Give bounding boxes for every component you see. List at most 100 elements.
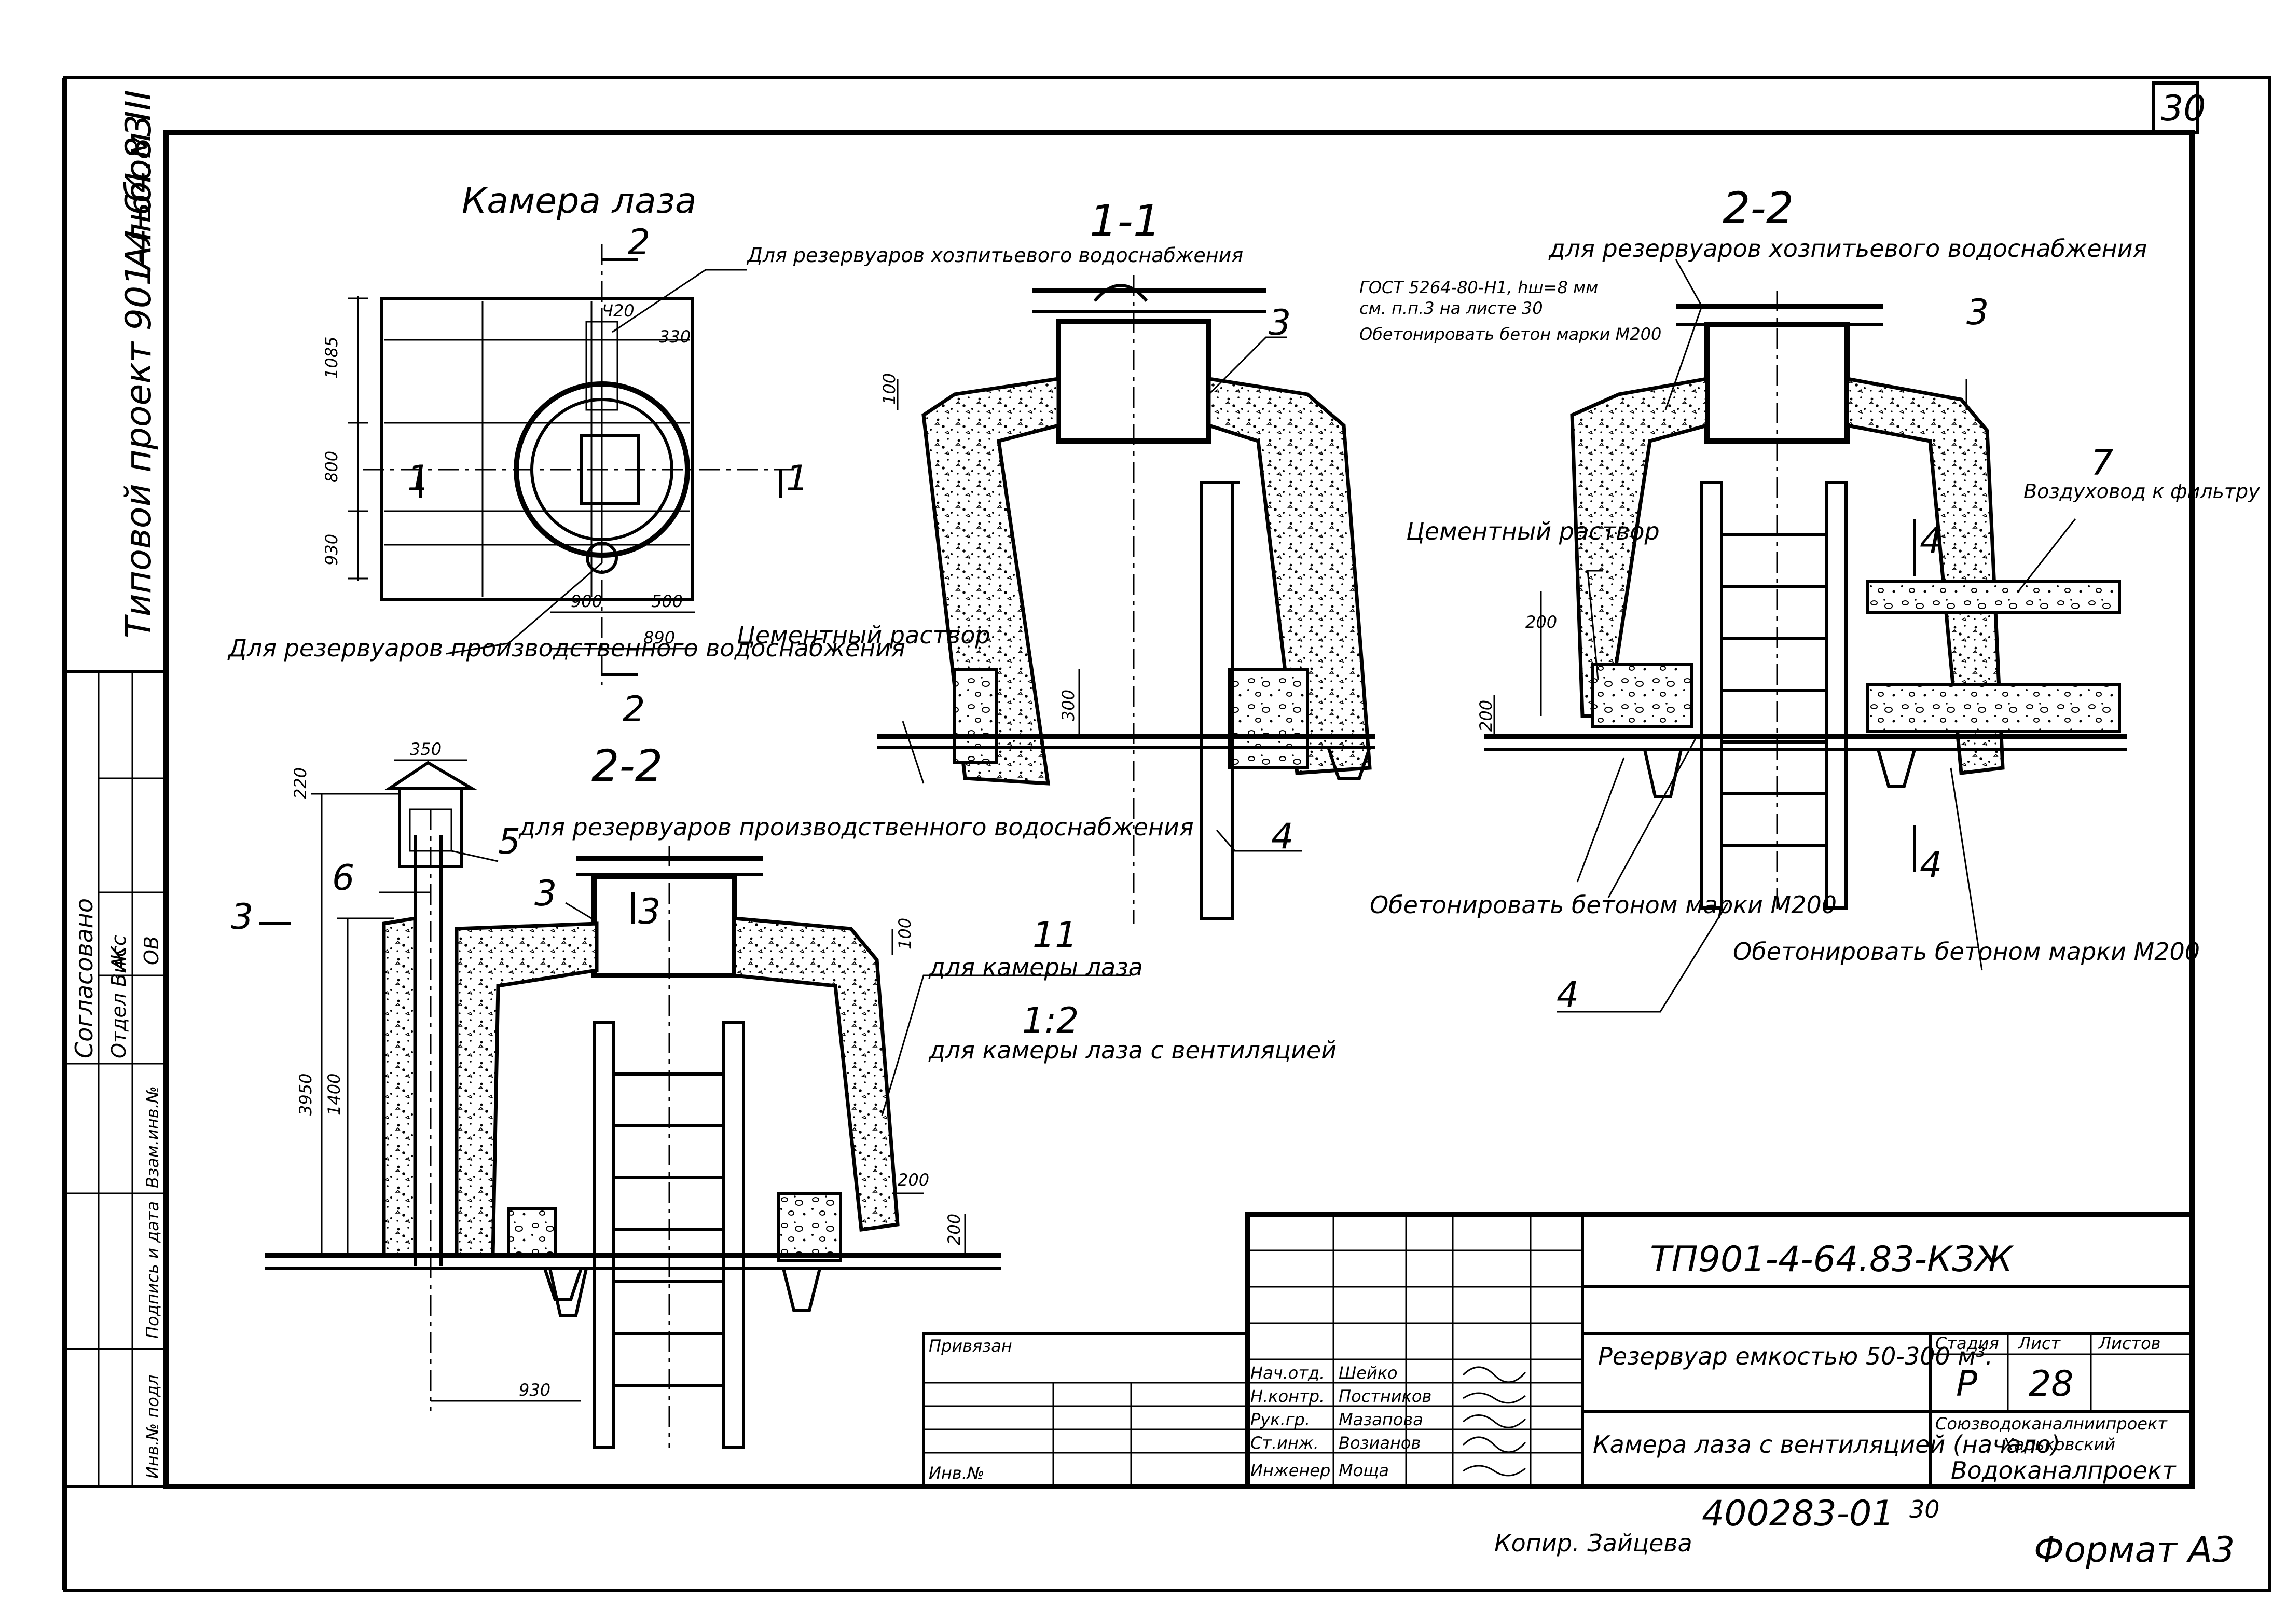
plan-mark-2-bottom: 2 xyxy=(623,689,645,730)
s22i-note-11: для камеры лаза xyxy=(928,953,1143,981)
title-block xyxy=(922,1212,2195,1489)
plan-dim-330: 330 xyxy=(659,327,691,347)
section-2-2-potable-title: 2-2 xyxy=(1723,183,1794,233)
approval-strip xyxy=(63,670,168,1488)
sheet-value: 28 xyxy=(2029,1364,2074,1405)
approval-header-2: Асс xyxy=(107,935,130,972)
plan-title: Камера лаза xyxy=(462,181,697,222)
role-1: Нач.отд. xyxy=(1250,1363,1325,1383)
plan-dim-ch20: Ч20 xyxy=(602,301,635,321)
section-2-2-potable xyxy=(1484,259,2127,1013)
album-label: Альбом III xyxy=(118,90,159,272)
role-4: Ст.инж. xyxy=(1250,1433,1319,1453)
plan-mark-1-right: 1 xyxy=(786,458,808,499)
plan-view xyxy=(348,244,794,685)
s22p-duct-label: Воздуховод к фильтру xyxy=(2023,480,2260,503)
role-3: Рук.гр. xyxy=(1250,1410,1310,1429)
s22i-dim-200a: 200 xyxy=(898,1170,929,1190)
s22i-dim-930: 930 xyxy=(519,1380,550,1400)
s22i-ratio: 1:2 xyxy=(1022,1000,1079,1041)
s22p-pos-7: 7 xyxy=(2091,443,2113,484)
s22p-pos-3: 3 xyxy=(1966,292,1989,333)
s22i-pos-6: 6 xyxy=(332,858,354,899)
plan-note-potable: Для резервуаров хозпитьевого водоснабжен… xyxy=(746,244,1243,267)
s22p-subtitle: для резервуаров хозпитьевого водоснабжен… xyxy=(1548,235,2147,263)
s22p-pos-4: 4 xyxy=(1557,974,1579,1015)
object-name: Резервуар емкостью 50-300 м³. xyxy=(1598,1342,1993,1370)
approval-title: Согласовано xyxy=(70,898,98,1058)
org-line-3: Водоканалпроект xyxy=(1951,1456,2177,1484)
s22i-dim-350: 350 xyxy=(410,739,442,759)
sheet-name: Камера лаза с вентиляцией (начало) xyxy=(1593,1430,2060,1458)
s22p-note-see: см. п.п.3 на листе 30 xyxy=(1359,298,1543,318)
stage-header: Стадия xyxy=(1935,1333,1999,1353)
inv-label: Инв.№ xyxy=(929,1463,984,1483)
archive-number: 400283-01 xyxy=(1702,1493,1894,1534)
s22i-dim-3950: 3950 xyxy=(296,1074,315,1116)
copier-label: Копир. Зайцева xyxy=(1494,1529,1692,1557)
plan-dim-900: 900 xyxy=(571,591,602,611)
plan-dim-890: 890 xyxy=(643,628,675,648)
section-1-1-title: 1-1 xyxy=(1090,196,1161,246)
s11-dim-100: 100 xyxy=(879,373,899,405)
s22p-note-gost: ГОСТ 5264-80-Н1, hш=8 мм xyxy=(1359,278,1598,297)
s22i-pos-5: 5 xyxy=(498,821,520,862)
plan-dim-930: 930 xyxy=(322,534,341,566)
stage-value: Р xyxy=(1956,1364,1977,1405)
s22i-note-ratio: для камеры лаза с вентиляцией xyxy=(928,1036,1337,1064)
bound-label: Привязан xyxy=(929,1336,1012,1356)
name-4: Возианов xyxy=(1339,1433,1421,1453)
sheets-header: Листов xyxy=(2098,1333,2161,1353)
plan-mark-1-left: 1 xyxy=(407,458,430,499)
s11-dim-300: 300 xyxy=(1058,690,1078,721)
org-line-1: Союзводоканалниипроект xyxy=(1935,1414,2168,1434)
name-2: Постников xyxy=(1339,1386,1431,1406)
replacement-inv-label: Взам.инв.№ xyxy=(143,1086,162,1188)
s11-mortar-label: Цементный раствор xyxy=(737,621,990,649)
section-1-1 xyxy=(877,275,1375,924)
s22p-mark-4-bottom: 4 xyxy=(1920,845,1942,886)
s22p-mortar: Цементный раствор xyxy=(1406,517,1660,545)
sheet-header: Лист xyxy=(2018,1333,2061,1353)
s22i-dim-100: 100 xyxy=(895,918,915,949)
org-line-2: Харьковский xyxy=(2002,1435,2115,1454)
drawing-code: ТП901-4-64.83-КЗЖ xyxy=(1650,1239,2014,1280)
plan-note-industrial: Для резервуаров производственного водосн… xyxy=(227,634,905,662)
s22i-dim-200b: 200 xyxy=(944,1214,964,1245)
approval-header-3: ОВ xyxy=(140,936,163,965)
role-5: Инженер xyxy=(1250,1461,1330,1480)
s22i-mark-3-right: 3 xyxy=(638,891,660,932)
archive-sheet: 30 xyxy=(1909,1495,1940,1523)
s11-pos-3: 3 xyxy=(1269,302,1291,343)
approval-header-1: Отдел ВиК xyxy=(107,945,130,1058)
name-3: Мазапова xyxy=(1339,1410,1423,1429)
role-2: Н.контр. xyxy=(1250,1386,1325,1406)
s22p-note-concrete: Обетонировать бетон марки М200 xyxy=(1359,324,1661,344)
s22i-pos-11: 11 xyxy=(1032,915,1078,956)
signature-date-label: Подпись и дата xyxy=(143,1201,162,1339)
inv-original-label: Инв.№ подл xyxy=(143,1375,162,1479)
plan-dim-1085: 1085 xyxy=(322,337,341,379)
s22p-dim-200a: 200 xyxy=(1525,612,1557,632)
s22i-subtitle: для резервуаров производственного водосн… xyxy=(518,813,1194,841)
s22i-mark-3-left: 3 xyxy=(231,897,253,938)
s22i-dim-1400: 1400 xyxy=(324,1074,344,1116)
name-1: Шейко xyxy=(1339,1363,1398,1383)
sheet-number: 30 xyxy=(2161,88,2206,129)
plan-dim-800: 800 xyxy=(322,451,341,483)
s22p-mark-4-top: 4 xyxy=(1920,520,1942,561)
plan-mark-2-top: 2 xyxy=(628,222,650,263)
name-5: Моща xyxy=(1339,1461,1389,1480)
s22i-dim-220: 220 xyxy=(291,767,310,799)
s22i-pos-3: 3 xyxy=(534,873,557,914)
format-label: Формат А3 xyxy=(2034,1530,2235,1571)
s22p-dim-200b: 200 xyxy=(1476,700,1496,732)
plan-dim-500: 500 xyxy=(651,591,683,611)
s22p-concrete-b: Обетонировать бетоном марки М200 xyxy=(1733,938,2200,966)
section-2-2-industrial xyxy=(259,759,1131,1449)
s11-pos-4: 4 xyxy=(1271,816,1293,857)
project-label: Типовой проект 901-4-64.83 xyxy=(118,115,159,638)
section-2-2-industrial-title: 2-2 xyxy=(591,740,663,791)
s22p-concrete-a: Обетонировать бетоном марки М200 xyxy=(1370,891,1837,919)
